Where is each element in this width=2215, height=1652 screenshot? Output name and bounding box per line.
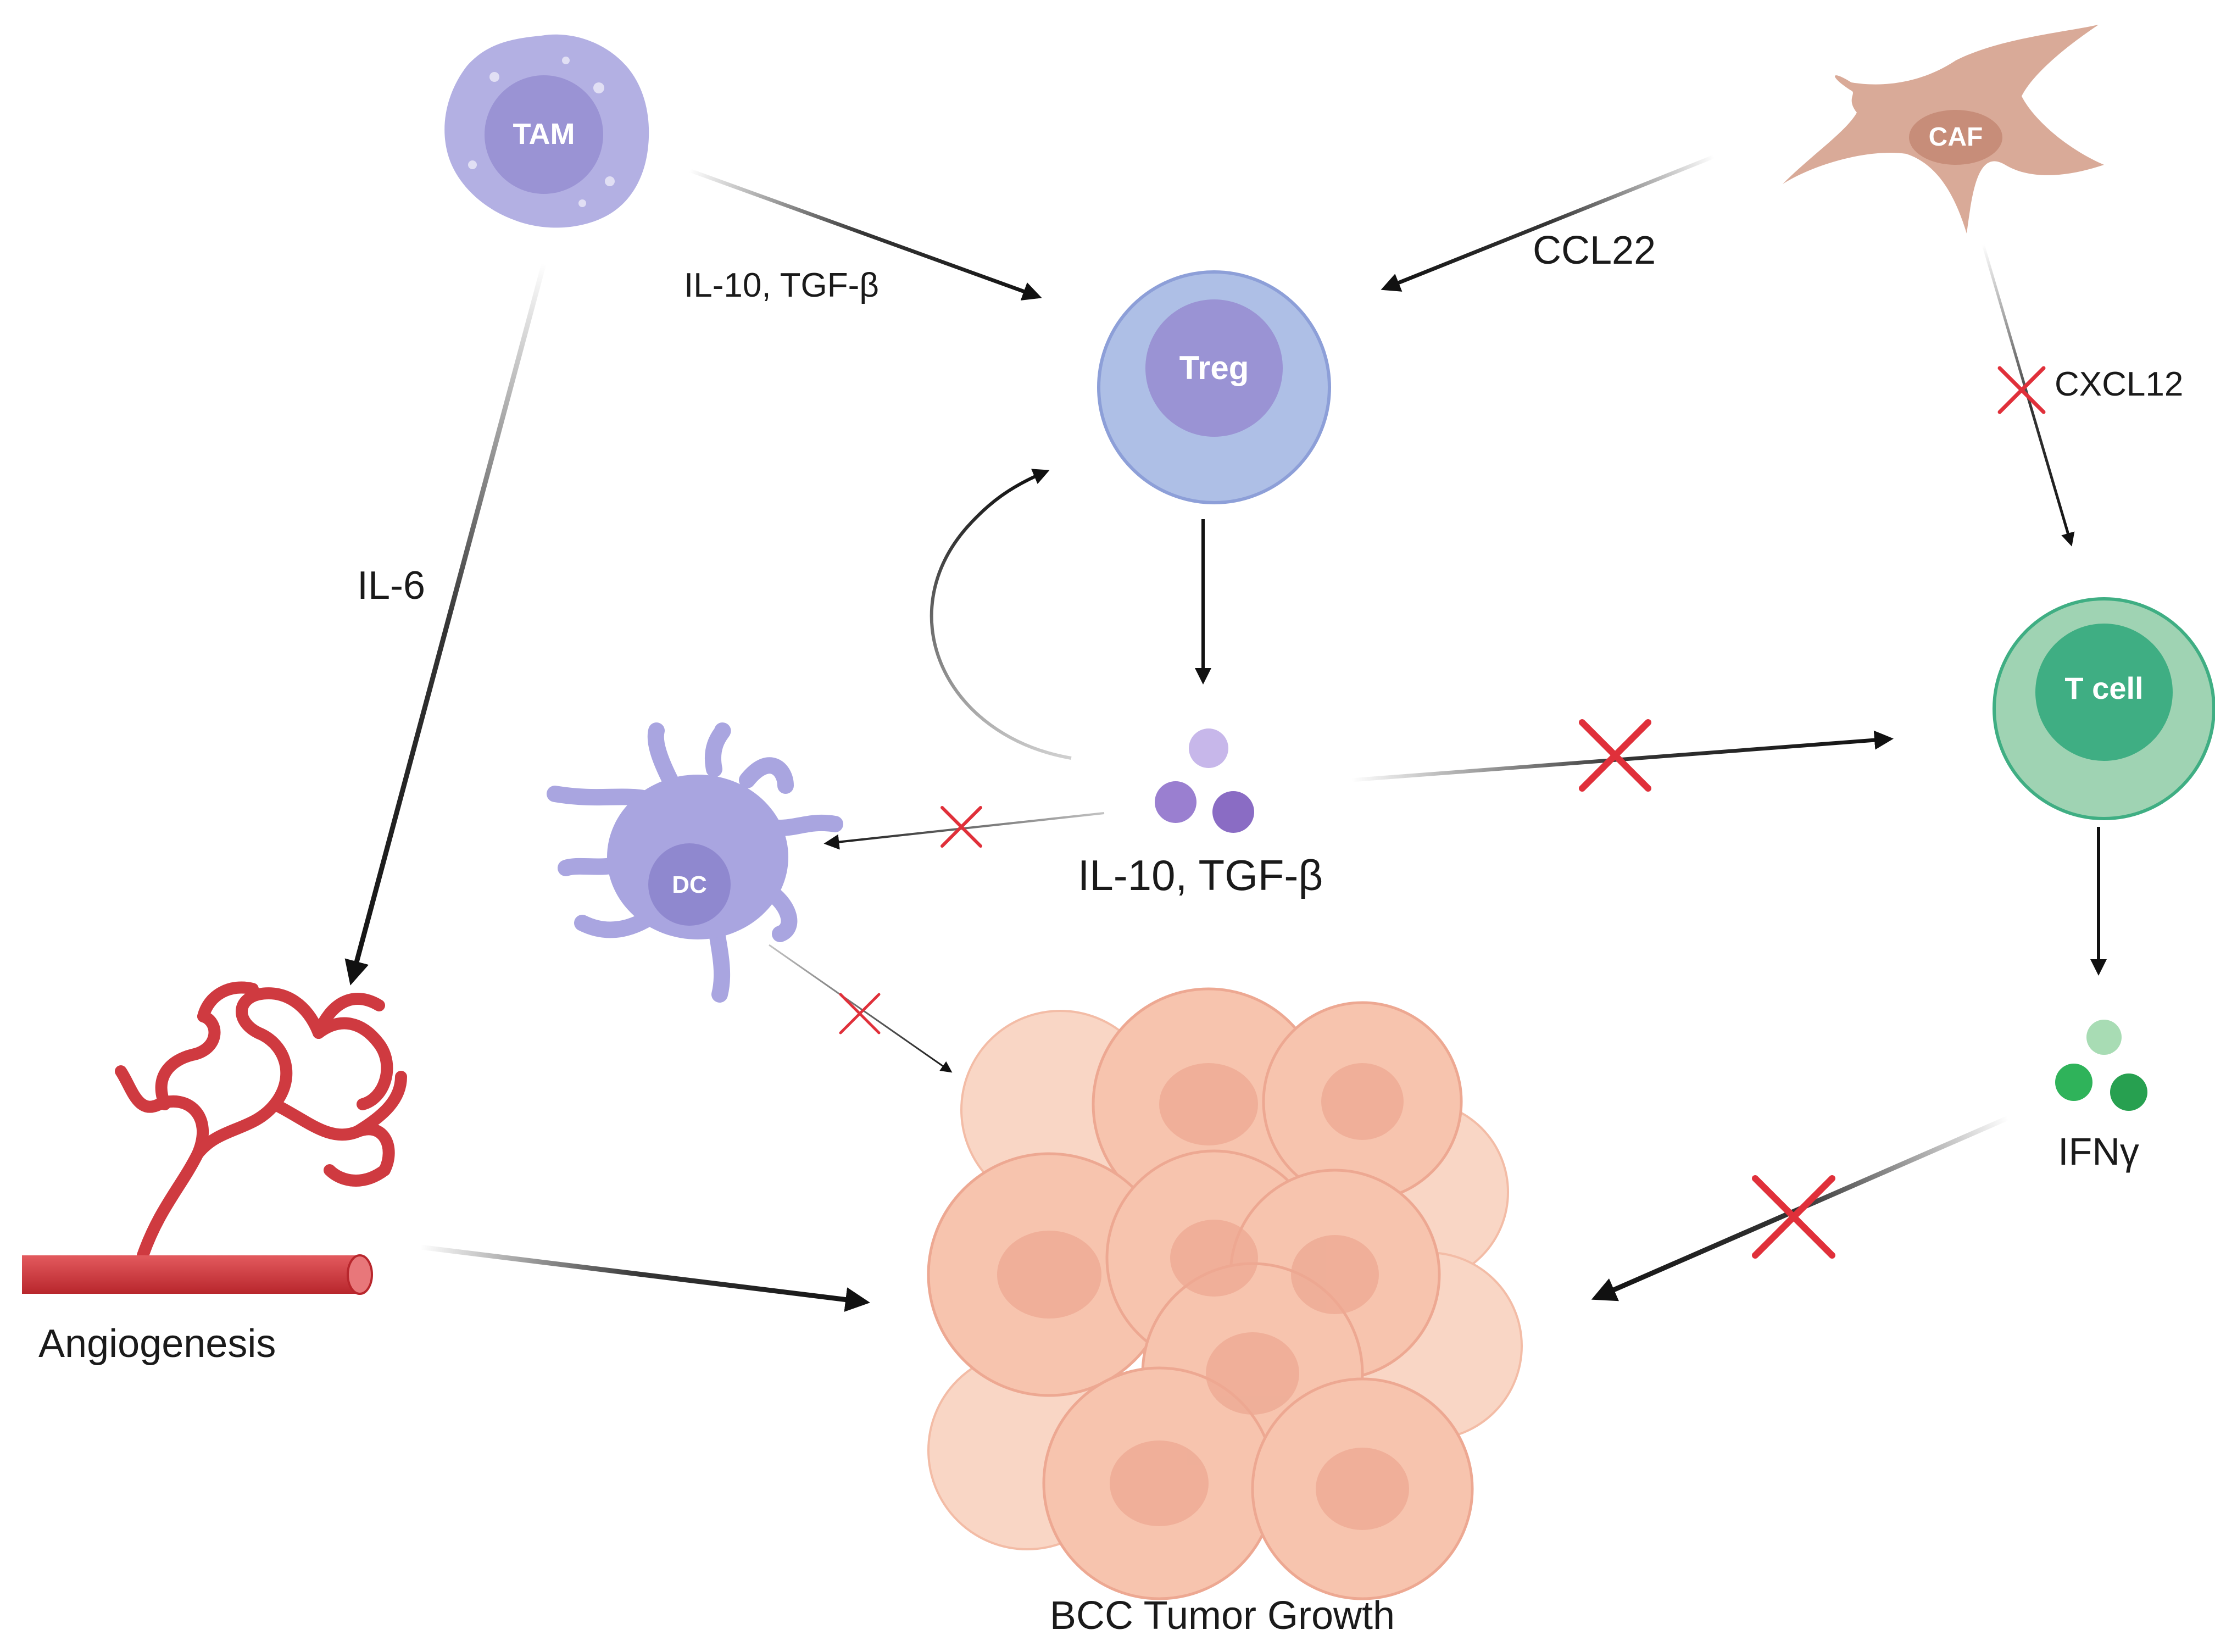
red-x-block-icon: [1752, 1175, 1835, 1259]
caf-to-tcell-label: CXCL12: [2055, 365, 2183, 403]
tumor-label: BCC Tumor Growth: [1050, 1594, 1395, 1638]
arrow-angiogenesis-to-tumor: [420, 1244, 870, 1312]
angiogenesis-vessel-icon: [22, 981, 407, 1295]
ifn-label: IFNγ: [2058, 1130, 2139, 1173]
arrow-cytokines-to-dc: [823, 812, 1105, 850]
arrow-cytokines-feedback-to-treg: [930, 469, 1072, 760]
treg-cytokines-label: IL-10, TGF-β: [1078, 851, 1323, 899]
treg-cytokines-icon: [1155, 728, 1254, 833]
tam-cell: TAM: [444, 34, 649, 228]
caf-label: CAF: [1929, 123, 1983, 152]
dc-cell: DC: [547, 722, 843, 1003]
tcell-cell: T cell: [1993, 597, 2215, 820]
ifn-cytokines-icon: [2055, 1020, 2147, 1111]
tam-label: TAM: [513, 118, 575, 151]
arrow-tam-to-angiogenesis: [344, 263, 547, 986]
treg-label: Treg: [1179, 349, 1249, 386]
arrow-dc-to-tumor: [769, 944, 953, 1073]
tcell-label: T cell: [2064, 671, 2143, 705]
caf-cell: CAF: [1783, 25, 2104, 233]
red-x-block-icon: [1997, 366, 2046, 414]
arrow-tam-to-treg: [688, 168, 1042, 301]
dc-label: DC: [672, 871, 707, 898]
treg-cell: Treg: [1097, 270, 1331, 504]
angiogenesis-label: Angiogenesis: [38, 1322, 276, 1366]
tam-to-angiogenesis-label: IL-6: [357, 564, 425, 608]
red-x-block-icon: [839, 993, 881, 1034]
caf-to-treg-label: CCL22: [1533, 229, 1656, 272]
red-x-block-icon: [1579, 719, 1651, 792]
red-x-block-icon: [940, 806, 982, 848]
tam-to-treg-label: IL-10, TGF-β: [684, 266, 879, 304]
arrow-caf-to-treg: [1381, 154, 1715, 292]
bcc-tumor-icon: [927, 987, 1523, 1600]
